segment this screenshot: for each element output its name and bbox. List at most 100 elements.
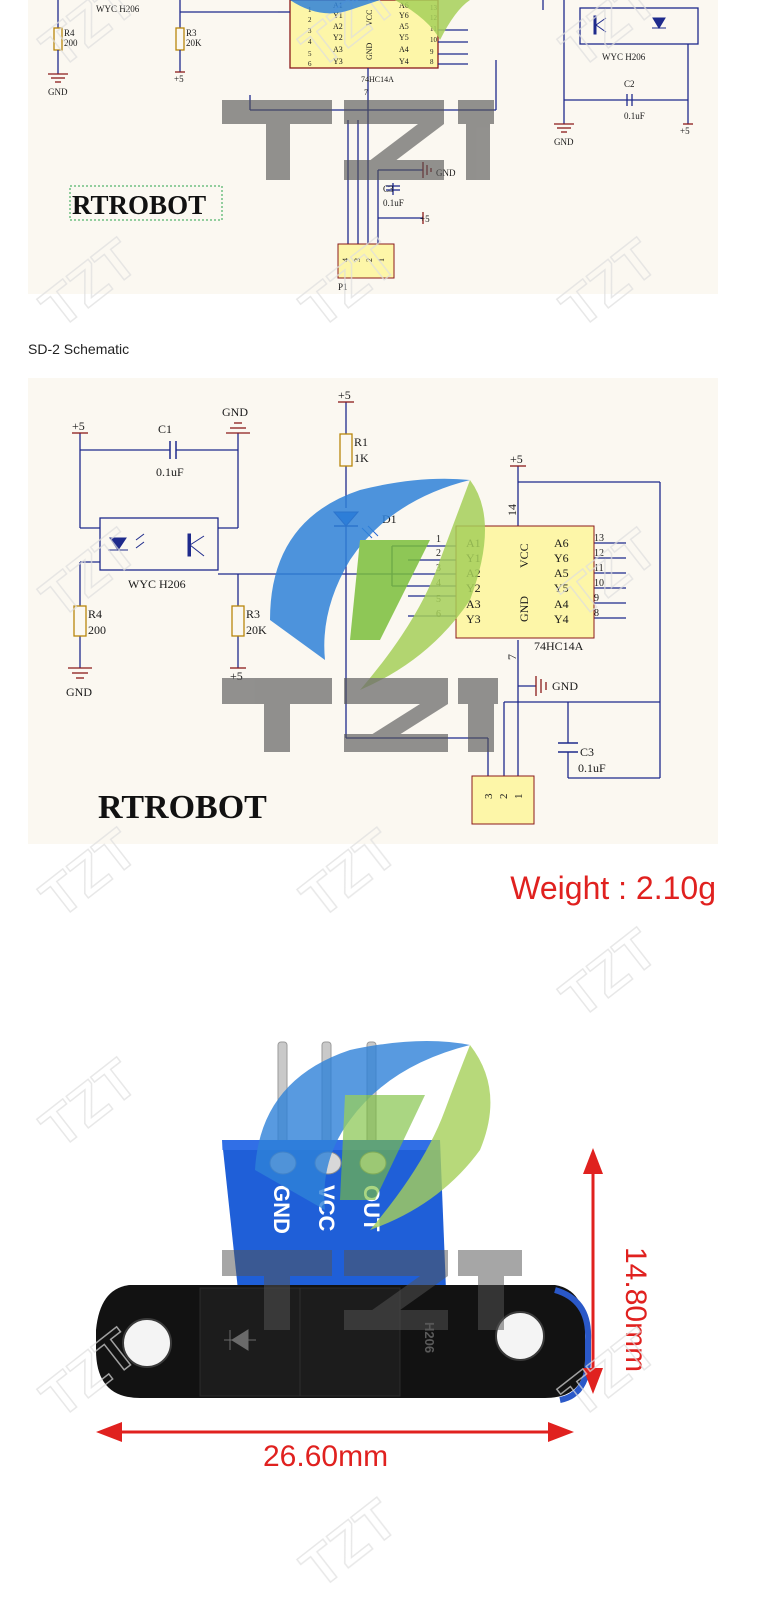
pin7-label-1: 7 <box>364 88 368 97</box>
ic2-gnd: GND <box>517 596 531 622</box>
ic2-pin-y1: Y1 <box>466 551 481 565</box>
ic2-pin-y5: Y5 <box>554 581 569 595</box>
ic1-num-12: 12 <box>430 14 438 22</box>
ic1-pin-a1: A1 <box>333 1 343 10</box>
r3-body <box>231 605 245 637</box>
opto-label-2: WYC H206 <box>128 577 186 591</box>
ic1-pin-y5: Y5 <box>399 33 409 42</box>
height-dimension-label: 14.80mm <box>619 1247 652 1373</box>
r4-ref-2: R4 <box>88 607 102 621</box>
brand-1: RTROBOT <box>72 190 206 220</box>
diode-mark-icon <box>224 1329 256 1351</box>
schematic-2-caption: SD-2 Schematic <box>28 341 130 357</box>
schematic-panel-1: WYC H206 R4 200 R3 20K GND +5 74HC14A 7 … <box>28 0 718 294</box>
r4-value-2: 200 <box>88 623 106 637</box>
ic2-pin-y2: Y2 <box>466 581 481 595</box>
ic1-gnd: GND <box>365 42 374 60</box>
width-dimension-arrow <box>96 1422 574 1442</box>
ic2-num-1: 1 <box>436 534 441 545</box>
conn-pin-2: 2 <box>498 794 510 800</box>
ic1-num-9: 9 <box>430 48 434 56</box>
opto-label-1: WYC H206 <box>96 4 140 14</box>
ic1-pin-a6: A6 <box>399 1 409 10</box>
ic1-pin-a2: A2 <box>333 22 343 31</box>
ic1-num-10: 10 <box>430 36 438 44</box>
r3-ref-2: R3 <box>246 607 260 621</box>
silk-gnd: GND <box>269 1185 294 1234</box>
ic1-num-13: 13 <box>430 4 438 12</box>
gnd-label-1b: GND <box>554 137 574 147</box>
r4-ref-1: R4 <box>64 28 75 38</box>
ic2-num-3: 3 <box>436 563 441 574</box>
silk-out: OUT <box>359 1185 384 1232</box>
c2-ref: C2 <box>624 79 635 89</box>
housing-part-mark: H206 <box>422 1322 437 1353</box>
weight-label: Weight : 2.10g <box>510 870 716 906</box>
pin7-label-2: 7 <box>505 654 519 660</box>
d1-label: D1 <box>382 512 397 526</box>
ic1-num-6: 6 <box>308 60 312 68</box>
ic1-num-8: 8 <box>430 58 434 66</box>
p1-pin-3: 3 <box>353 258 362 262</box>
silk-vcc: VCC <box>314 1185 339 1232</box>
ic2-pin-a3: A3 <box>466 597 481 611</box>
schematic-panel-2: +5 C1 0.1uF GND +5 R1 1K D1 WYC H206 R4 … <box>28 378 718 844</box>
ic2-pin-y3: Y3 <box>466 612 481 626</box>
c3-value-1: 0.1uF <box>383 198 404 208</box>
r3-value-1: 20K <box>186 38 202 48</box>
ic1-num-4: 4 <box>308 38 312 46</box>
ic1-pin-y4: Y4 <box>399 57 409 66</box>
gnd-label-1a: GND <box>48 87 68 97</box>
ic1-vcc: VCC <box>365 10 374 26</box>
c1-value: 0.1uF <box>156 465 184 479</box>
ic2-pin-y6: Y6 <box>554 551 569 565</box>
schematic-2-drawing: +5 C1 0.1uF GND +5 R1 1K D1 WYC H206 R4 … <box>66 388 661 826</box>
ic2-pin-a1: A1 <box>466 536 481 550</box>
plus5-label-2a: +5 <box>72 419 85 433</box>
ic1-pin-y6: Y6 <box>399 11 409 20</box>
opto-label-1b: WYC H206 <box>602 52 646 62</box>
plus5-label-1b: +5 <box>680 126 690 136</box>
connector-p1 <box>337 243 395 279</box>
ic1-pin-y2: Y2 <box>333 33 343 42</box>
ic1-num-2: 2 <box>308 16 312 24</box>
ic2-num-6: 6 <box>436 609 441 620</box>
ic1-pin-y3: Y3 <box>333 57 343 66</box>
ic2-pin-a4: A4 <box>554 597 569 611</box>
ic1-num-1: 1 <box>308 6 312 14</box>
c1-ref: C1 <box>158 422 172 436</box>
p1-pin-4: 4 <box>341 258 350 262</box>
ic2-num-10: 10 <box>594 578 604 589</box>
r4-body <box>73 605 87 637</box>
width-dimension-label: 26.60mm <box>263 1440 389 1473</box>
ic2-pin-a5: A5 <box>554 566 569 580</box>
c3-ref-2: C3 <box>580 745 594 759</box>
height-dimension-arrow <box>583 1148 603 1394</box>
ic2-num-8: 8 <box>594 608 599 619</box>
gnd-label-2b: GND <box>66 685 92 699</box>
pin14-label: 14 <box>505 504 519 516</box>
ic2-vcc: VCC <box>517 543 531 568</box>
r4-value-1: 200 <box>64 38 78 48</box>
r1-body <box>339 433 353 467</box>
plus5-label-2d: +5 <box>510 452 523 466</box>
ic2-pin-a6: A6 <box>554 536 569 550</box>
r3-ref-1: R3 <box>186 28 197 38</box>
gnd-label-2a: GND <box>222 405 248 419</box>
r1-ref: R1 <box>354 435 368 449</box>
diode-d1 <box>332 511 379 539</box>
conn-pin-3: 3 <box>483 793 495 799</box>
r3-value-2: 20K <box>246 623 267 637</box>
plus5-label-2c: +5 <box>230 669 243 683</box>
ic2-num-11: 11 <box>594 563 604 574</box>
plus5-label-2b: +5 <box>338 388 351 402</box>
gnd-label-1c: GND <box>436 168 456 178</box>
brand-2: RTROBOT <box>98 789 267 826</box>
ic1-num-5: 5 <box>308 50 312 58</box>
ic2-pin-y4: Y4 <box>554 612 569 626</box>
ic2-num-9: 9 <box>594 593 599 604</box>
connector-ref: P1 <box>338 282 348 292</box>
schematic-1-drawing: WYC H206 R4 200 R3 20K GND +5 74HC14A 7 … <box>48 0 699 292</box>
ic-name-1: 74HC14A <box>361 75 394 84</box>
c3-value-2: 0.1uF <box>578 761 606 775</box>
